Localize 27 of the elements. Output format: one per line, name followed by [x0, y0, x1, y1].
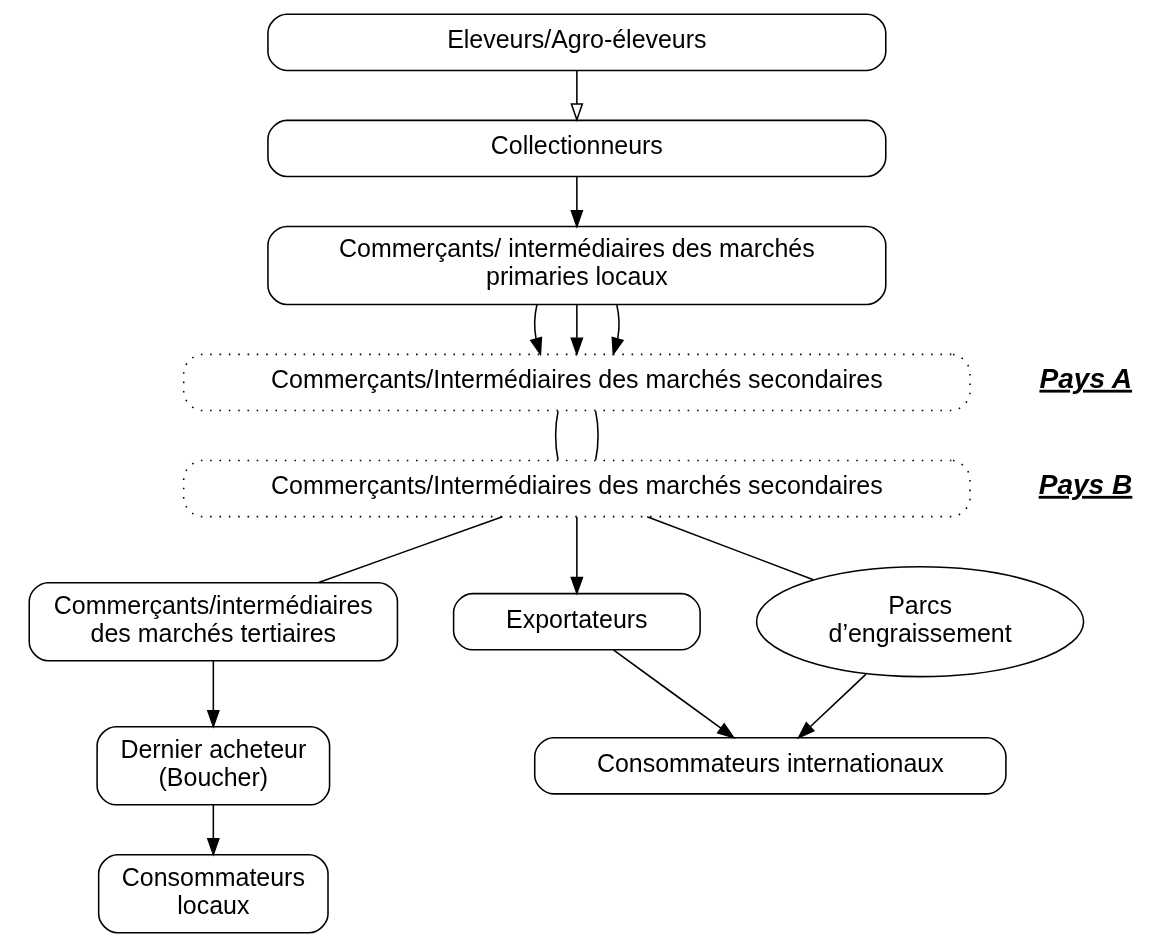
- node-box: Consommateurs locaux: [97, 853, 329, 934]
- arrow: [569, 70, 583, 122]
- node-box: Collectionneurs: [266, 119, 887, 178]
- arrow: [206, 804, 220, 857]
- node-ellipse: Parcs d’engraissement: [755, 566, 1084, 678]
- arrow: [796, 673, 867, 740]
- node-box: Eleveurs/Agro-éleveurs: [266, 13, 887, 72]
- node-box: Commerçants/intermédiaires des marchés tertiaires: [27, 581, 398, 662]
- node-box: Consommateurs internationaux: [533, 736, 1007, 795]
- label: Pays A: [1038, 362, 1132, 394]
- node-box: Commerçants/Intermédiaires des marchés secondaires: [182, 353, 971, 412]
- node-box: Commerçants/ intermédiaires des marchés primaries locaux: [266, 225, 887, 306]
- connector: [554, 410, 559, 461]
- connector: [645, 515, 814, 581]
- arrow: [569, 176, 583, 229]
- node-box: Dernier acheteur (Boucher): [95, 726, 330, 806]
- connector: [317, 515, 503, 584]
- connector: [594, 410, 599, 461]
- arrow: [569, 516, 583, 596]
- label: Pays B: [1038, 468, 1132, 500]
- node-box: Exportateurs: [452, 592, 701, 651]
- arrow: [611, 304, 624, 357]
- node-box: Commerçants/Intermédiaires des marchés secondaires: [182, 459, 971, 518]
- arrow: [569, 304, 583, 357]
- arrow: [529, 304, 542, 357]
- arrow: [612, 649, 735, 739]
- arrow: [206, 660, 220, 729]
